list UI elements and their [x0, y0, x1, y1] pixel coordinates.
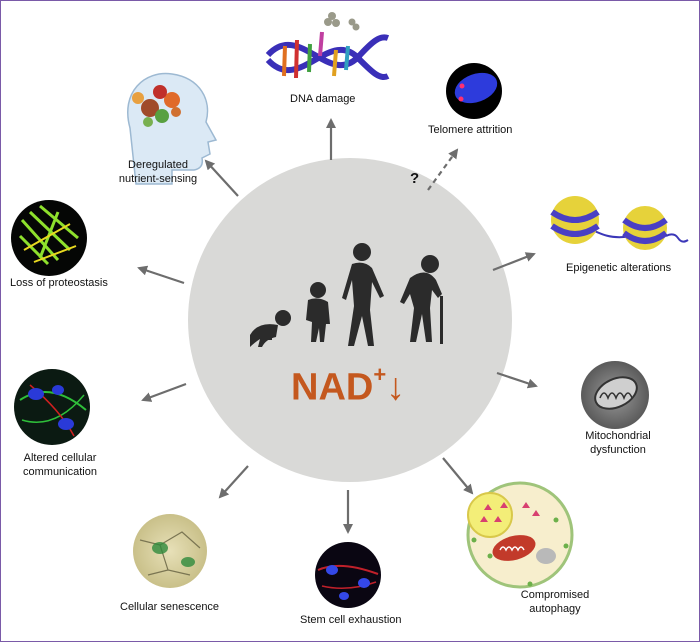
nutrient-sensing-head-icon — [127, 72, 218, 185]
label-mitochondrial-dysfunction: Mitochondrial dysfunction — [582, 429, 654, 457]
uncertain-question-mark: ? — [410, 170, 420, 187]
label-line: autophagy — [529, 603, 581, 615]
label-dna-damage: DNA damage — [290, 93, 356, 105]
senescence-image-icon — [133, 514, 207, 588]
label-line: communication — [23, 466, 97, 478]
label-telomere-attrition: Telomere attrition — [428, 124, 513, 136]
center-circle — [188, 158, 512, 482]
nad-text: NAD — [291, 366, 374, 409]
mitochondria-image-icon — [581, 361, 649, 429]
arrow-nutrient-sensing — [204, 159, 239, 197]
arrow-epigenetic — [492, 252, 536, 272]
label-loss-of-proteostasis: Loss of proteostasis — [10, 277, 108, 289]
label-cellular-senescence: Cellular senescence — [120, 601, 220, 613]
communication-image-icon — [14, 369, 90, 445]
label-line: Compromised — [520, 589, 590, 601]
label-compromised-autophagy: Compromised autophagy — [520, 588, 590, 616]
telomere-image-icon — [446, 63, 502, 119]
down-arrow-icon: ↓ — [386, 366, 406, 409]
autophagy-cell-icon — [466, 481, 574, 589]
nad-decline-label: NAD+↓ — [291, 362, 406, 410]
label-epigenetic-alterations: Epigenetic alterations — [566, 262, 672, 274]
arrow-autophagy — [442, 457, 474, 495]
arrow-cellular-communication — [141, 382, 187, 402]
label-line: Altered cellular — [23, 452, 97, 464]
arrow-mitochondrial — [496, 371, 538, 389]
aging-silhouettes-icon — [250, 243, 443, 347]
label-line: dysfunction — [590, 444, 646, 456]
label-deregulated-nutrient-sensing: Deregulated nutrient-sensing — [108, 158, 208, 186]
stem-cell-image-icon — [315, 542, 381, 608]
dna-helix-icon — [265, 12, 390, 80]
nad-plus-sign: + — [373, 362, 387, 387]
arrows — [137, 118, 538, 534]
arrow-proteostasis — [137, 265, 185, 285]
label-line: nutrient-sensing — [118, 173, 198, 185]
nucleosome-icon — [550, 196, 689, 250]
label-stem-cell-exhaustion: Stem cell exhaustion — [300, 614, 402, 626]
label-line: Deregulated — [128, 159, 188, 171]
label-line: Mitochondrial — [585, 430, 651, 442]
arrow-senescence — [218, 465, 249, 499]
proteostasis-image-icon — [11, 200, 87, 276]
label-altered-cellular-communication: Altered cellular communication — [18, 451, 102, 479]
